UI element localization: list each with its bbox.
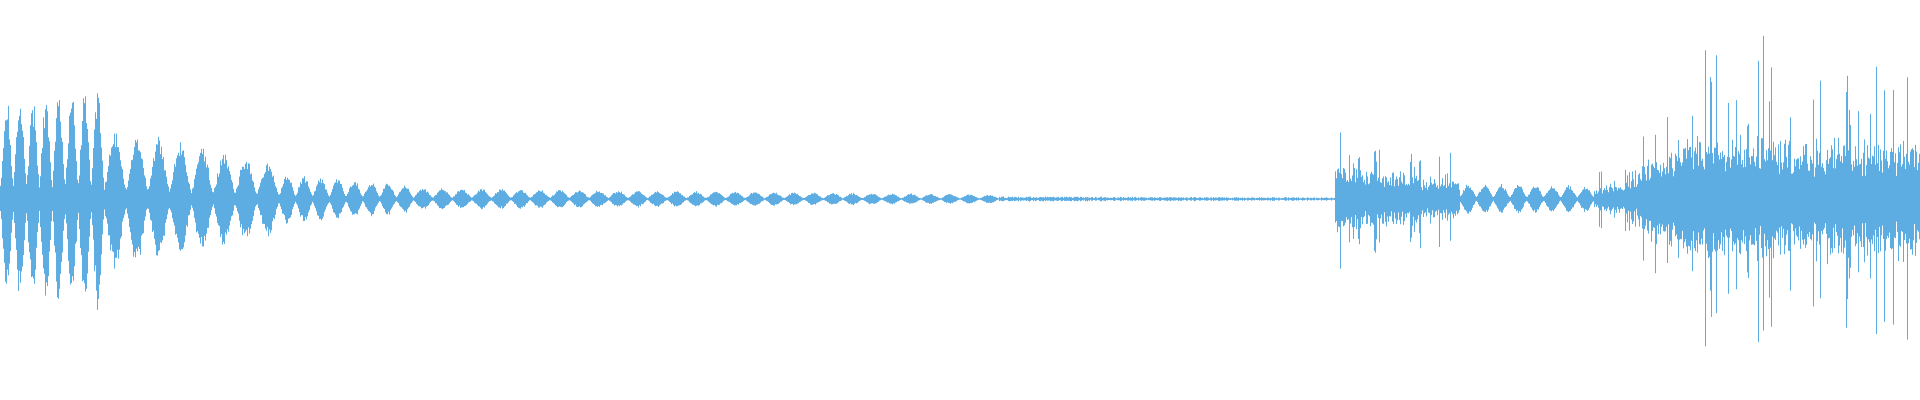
waveform-path <box>0 35 1920 347</box>
